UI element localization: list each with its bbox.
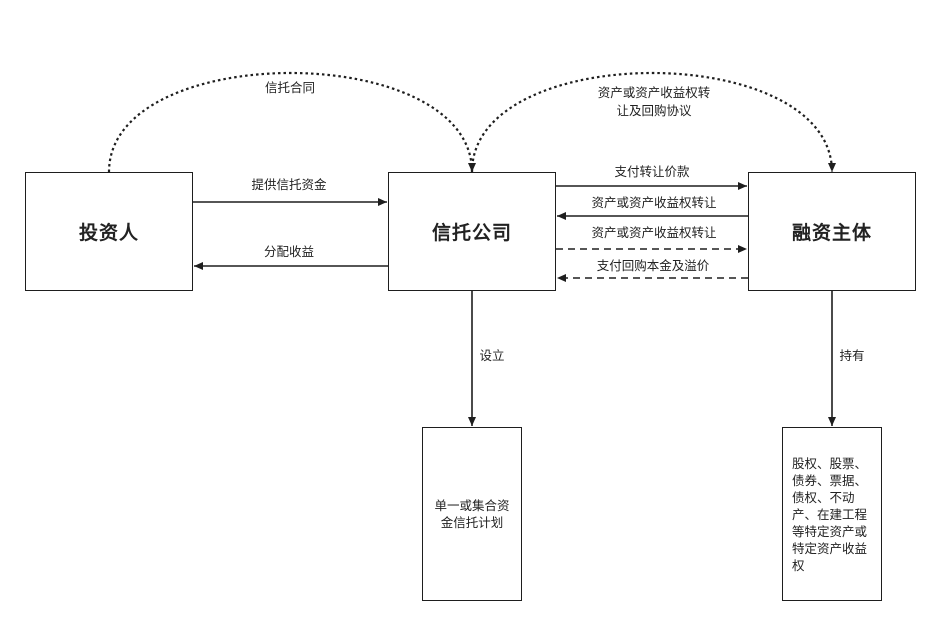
asset-transfer-label-1: 资产或资产收益权转让 bbox=[591, 195, 717, 211]
asset-transfer-label-2: 资产或资产收益权转让 bbox=[591, 225, 717, 241]
trust-plan-node: 单一或集合资金信托计划 bbox=[422, 427, 522, 601]
investor-label: 投资人 bbox=[78, 222, 139, 244]
trust-company-node: 信托公司 bbox=[388, 172, 556, 291]
hold-label: 持有 bbox=[839, 348, 865, 364]
trust-contract-label: 信托合同 bbox=[264, 80, 316, 96]
pay-transfer-price-label: 支付转让价款 bbox=[614, 164, 690, 180]
specific-assets-node: 股权、股票、债券、票据、债权、不动产、在建工程等特定资产或特定资产收益权 bbox=[782, 427, 882, 601]
distribute-income-label: 分配收益 bbox=[263, 244, 315, 260]
financing-entity-node: 融资主体 bbox=[748, 172, 916, 291]
pay-repurchase-label: 支付回购本金及溢价 bbox=[596, 258, 710, 274]
investor-node: 投资人 bbox=[25, 172, 193, 291]
trust-contract-curve bbox=[104, 71, 476, 182]
financing-entity-label: 融资主体 bbox=[791, 222, 872, 244]
specific-assets-label: 股权、股票、债券、票据、债权、不动产、在建工程等特定资产或特定资产收益权 bbox=[792, 455, 868, 573]
transfer-agreement-label: 资产或资产收益权转让及回购协议 bbox=[594, 84, 714, 120]
establish-label: 设立 bbox=[479, 348, 505, 364]
trust-company-label: 信托公司 bbox=[431, 222, 512, 244]
transfer-agreement-curve bbox=[470, 72, 836, 173]
provide-funds-label: 提供信托资金 bbox=[251, 177, 327, 193]
trust-plan-label: 单一或集合资金信托计划 bbox=[434, 498, 510, 530]
